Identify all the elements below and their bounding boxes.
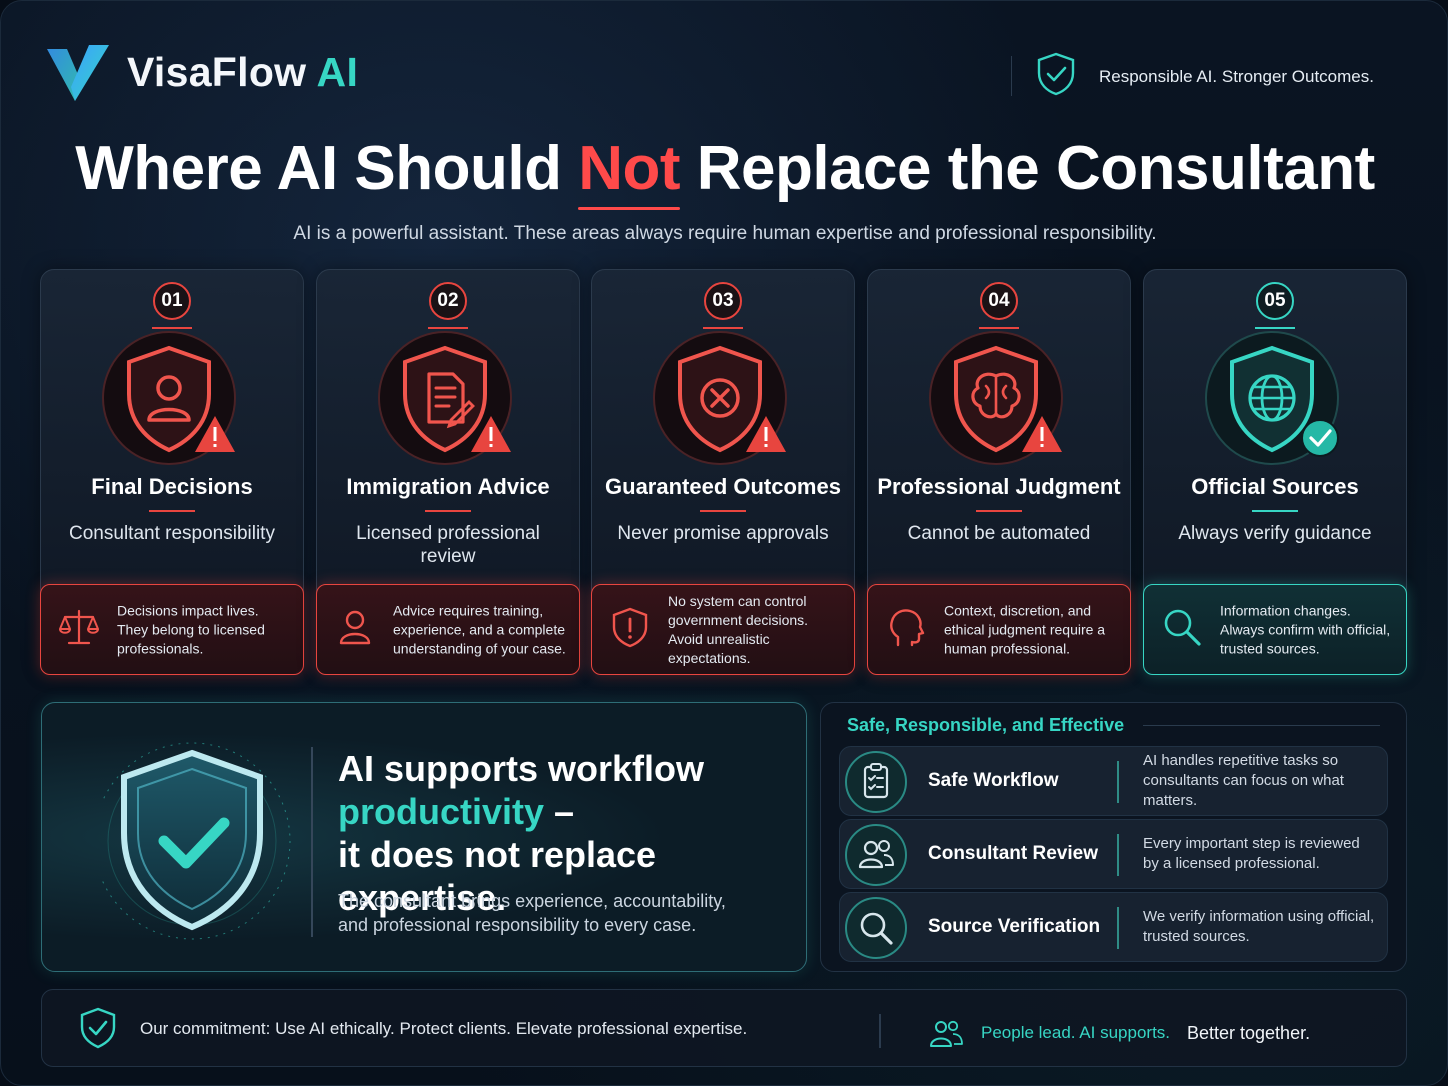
support-body: The consultant brings experience, accoun… xyxy=(338,891,726,935)
card-title: Final Decisions xyxy=(91,474,253,499)
card-subtitle: Consultant responsibility xyxy=(69,523,275,544)
support-headline: AI supports workflow productivity – it d… xyxy=(338,748,705,918)
title-highlight: Not xyxy=(578,134,680,210)
shield-check-icon xyxy=(80,1007,116,1049)
people-icon xyxy=(930,1020,963,1047)
card-number: 05 xyxy=(1256,282,1294,320)
page-title: Where AI Should Not Replace the Consulta… xyxy=(75,134,1375,210)
card-subtitle: Never promise approvals xyxy=(617,523,829,544)
head-icon xyxy=(890,609,925,647)
card-guaranteed-outcomes: 03 Guaranteed Outcomes Never promise app… xyxy=(591,269,855,675)
brain-shield-icon xyxy=(929,331,1063,465)
benefit-row: Consultant Review Every important step i… xyxy=(839,819,1388,889)
card-footer-text: No system can control government decisio… xyxy=(668,592,809,666)
better-together-text: Better together. xyxy=(1187,1023,1311,1043)
benefit-desc: Every important step is reviewed by a li… xyxy=(1143,835,1360,872)
card-professional-judgment: 04 Professional Judgment Cannot be autom… xyxy=(867,269,1131,675)
people-icon xyxy=(845,824,907,886)
visaflow-logo-icon xyxy=(47,45,109,101)
user-shield-icon xyxy=(102,331,236,465)
card-footer: No system can control government decisio… xyxy=(591,584,855,675)
page-subtitle: AI is a powerful assistant. These areas … xyxy=(293,223,1157,244)
card-number: 02 xyxy=(429,282,467,320)
card-footer-text: Information changes. Always confirm with… xyxy=(1220,602,1391,656)
benefit-desc: We verify information using official, tr… xyxy=(1143,908,1375,945)
card-footer-text: Decisions impact lives. They belong to l… xyxy=(117,602,265,656)
card-number: 01 xyxy=(153,282,191,320)
benefit-desc: AI handles repetitive tasks so consultan… xyxy=(1143,752,1344,809)
commitment-text: Our commitment: Use AI ethically. Protec… xyxy=(140,1019,748,1038)
brand-name: VisaFlow AI xyxy=(127,49,359,95)
benefit-label: Safe Workflow xyxy=(928,770,1059,791)
clipboard-icon xyxy=(845,751,907,813)
card-subtitle: Cannot be automated xyxy=(907,523,1091,544)
alert-shield-icon xyxy=(612,607,648,648)
card-footer: Context, discretion, and ethical judgmen… xyxy=(867,584,1131,675)
support-panel: AI supports workflow productivity – it d… xyxy=(41,702,807,972)
card-number: 03 xyxy=(704,282,742,320)
magnifier-icon xyxy=(1164,609,1201,646)
card-title: Professional Judgment xyxy=(877,474,1121,499)
card-title: Guaranteed Outcomes xyxy=(605,474,841,499)
card-footer: Decisions impact lives. They belong to l… xyxy=(40,584,304,675)
document-shield-icon xyxy=(378,331,512,465)
card-title: Immigration Advice xyxy=(346,474,550,499)
scales-icon xyxy=(59,609,99,645)
footer-bar: Our commitment: Use AI ethically. Protec… xyxy=(41,989,1407,1067)
shield-check-icon xyxy=(1037,52,1075,96)
benefit-label: Consultant Review xyxy=(928,843,1098,864)
card-footer-text: Advice requires training, experience, an… xyxy=(393,602,566,656)
benefits-panel: Safe, Responsible, and Effective Safe Wo… xyxy=(820,702,1407,972)
card-immigration-advice: 02 Immigration Advice Licensed professio… xyxy=(316,269,580,675)
x-shield-icon xyxy=(653,331,787,465)
card-subtitle: Always verify guidance xyxy=(1178,523,1372,544)
benefit-row: Source Verification We verify informatio… xyxy=(839,892,1388,962)
people-lead-text: People lead. AI supports. xyxy=(981,1023,1171,1042)
card-title: Official Sources xyxy=(1191,474,1359,499)
card-final-decisions: 01 Final Decisions Consultant responsibi… xyxy=(40,269,304,675)
card-subtitle: Licensed professional review xyxy=(356,523,540,567)
tagline: Responsible AI. Stronger Outcomes. xyxy=(1099,67,1374,86)
shield-check-icon xyxy=(102,742,291,940)
card-official-sources: 05 Official Sources Always verify guidan… xyxy=(1143,269,1407,675)
card-number: 04 xyxy=(980,282,1018,320)
header-divider xyxy=(1011,56,1012,96)
card-footer: Information changes. Always confirm with… xyxy=(1143,584,1407,675)
person-icon xyxy=(339,610,371,645)
globe-shield-icon xyxy=(1205,331,1339,465)
card-footer-text: Context, discretion, and ethical judgmen… xyxy=(944,602,1106,656)
benefit-row: Safe Workflow AI handles repetitive task… xyxy=(839,746,1388,816)
card-footer: Advice requires training, experience, an… xyxy=(316,584,580,675)
benefit-label: Source Verification xyxy=(928,916,1101,937)
benefits-title: Safe, Responsible, and Effective xyxy=(847,715,1125,735)
search-icon xyxy=(845,897,907,959)
